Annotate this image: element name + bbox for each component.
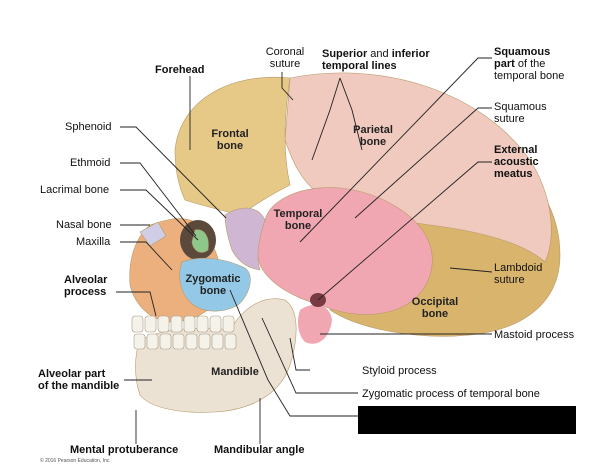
sphenoid-bone [224, 207, 266, 271]
mandibular-angle-label: Mandibular angle [214, 444, 305, 456]
lower-tooth [211, 333, 224, 350]
temporal-bone [257, 187, 433, 315]
temporal-bone-label: Temporal bone [273, 208, 323, 232]
alveolar-process-label: Alveolar process [64, 274, 108, 298]
zygomatic-bone-label: Zygomatic bone [185, 273, 241, 297]
squamous-part-bold: Squamous part [494, 46, 551, 70]
lambdoid-suture-label: Lambdoid suture [494, 262, 543, 286]
redaction-box [358, 406, 576, 434]
lacrimal-bone-label: Lacrimal bone [40, 184, 110, 196]
mastoid-process-label: Mastoid process [494, 329, 575, 341]
frontal-bone-label: Frontal bone [211, 128, 249, 152]
forehead-label: Forehead [155, 64, 205, 76]
upper-tooth [209, 315, 222, 333]
upper-tooth [157, 315, 170, 333]
upper-tooth [196, 315, 209, 333]
lower-tooth [146, 333, 159, 350]
occipital-bone-label: Occipital bone [411, 296, 459, 320]
squamous-part-label: Squamous part of the temporal bone [494, 46, 604, 82]
alveolar-part-mandible-label: Alveolar part of the mandible [38, 368, 120, 392]
nasal-bone-label: Nasal bone [56, 219, 112, 231]
external-acoustic-meatus-label: External acoustic meatus [494, 144, 539, 180]
upper-tooth [144, 315, 157, 333]
leader-lines [116, 57, 493, 444]
lower-tooth [159, 333, 172, 350]
lower-tooth [133, 333, 146, 350]
upper-tooth [170, 315, 183, 333]
parietal-bone-label: Parietal bone [353, 124, 393, 148]
and-word: and [367, 48, 392, 60]
lower-tooth [172, 333, 185, 350]
ethmoid-label: Ethmoid [70, 157, 111, 169]
upper-tooth [183, 315, 196, 333]
upper-tooth [222, 315, 235, 333]
temporal-lines-label: Superior and inferior temporal lines [322, 48, 452, 72]
nasal-bone [139, 221, 167, 247]
squamous-part-rest: of the temporal bone [494, 58, 565, 82]
frontal-bone [174, 76, 291, 216]
zygomatic-process-label: Zygomatic process of temporal bone [362, 388, 540, 400]
inferior-temporal-lines: inferior temporal lines [322, 48, 430, 72]
lower-tooth [198, 333, 211, 350]
zygomatic-bone [179, 257, 251, 312]
mastoid-process [297, 304, 332, 344]
mental-protuberance-label: Mental protuberance [70, 444, 179, 456]
squamous-suture-label: Squamous suture [494, 101, 547, 125]
upper-tooth [131, 315, 144, 333]
superior-word: Superior [322, 48, 368, 60]
mandible-label: Mandible [211, 366, 259, 378]
sphenoid-label: Sphenoid [65, 121, 112, 133]
lower-tooth [224, 333, 237, 350]
coronal-suture-label: Coronal suture [265, 46, 305, 70]
copyright-credit: © 2016 Pearson Education, Inc. [40, 458, 111, 464]
maxilla-label: Maxilla [76, 236, 111, 248]
styloid-process-label: Styloid process [362, 365, 437, 377]
lower-tooth [185, 333, 198, 350]
teeth [131, 315, 237, 350]
